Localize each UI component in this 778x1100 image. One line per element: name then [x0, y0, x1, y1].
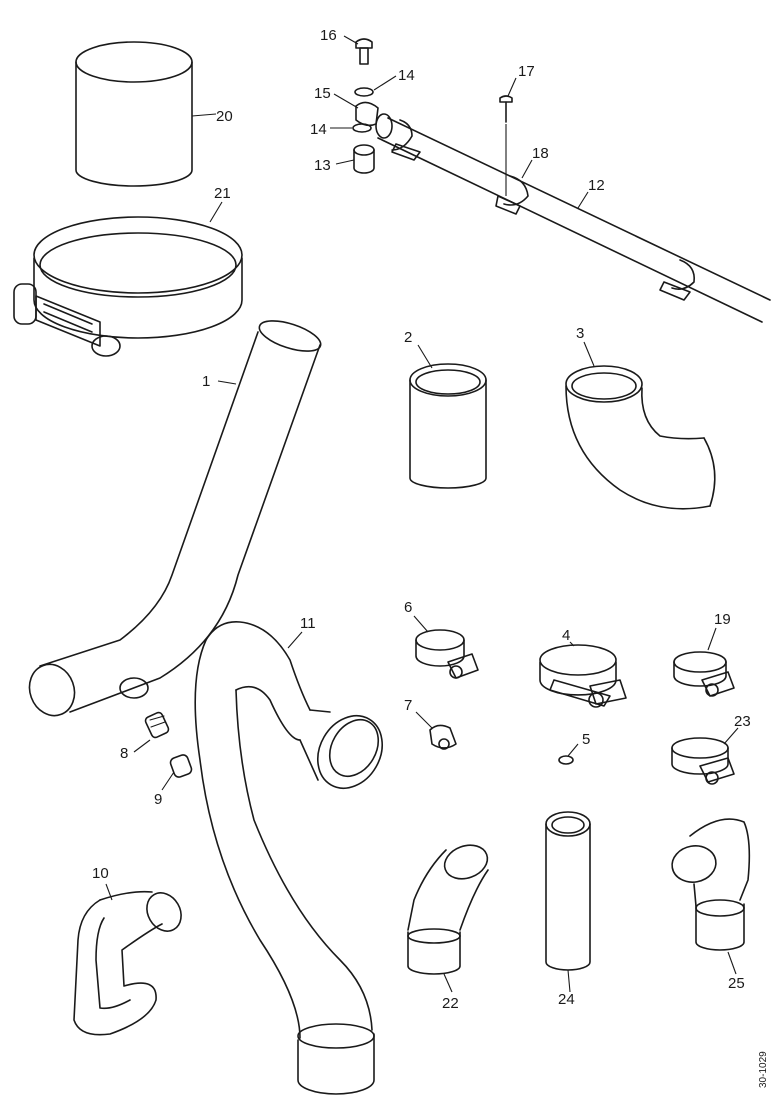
callout-10: 10 — [92, 865, 109, 882]
callout-22: 22 — [442, 995, 459, 1012]
part-23-small-clamp — [671, 737, 735, 785]
part-17-screw — [499, 95, 513, 123]
leader-lines — [105, 35, 739, 993]
callout-15: 15 — [314, 85, 331, 102]
callout-12: 12 — [588, 177, 605, 194]
callout-24: 24 — [558, 991, 575, 1008]
part-12-pipe-assembly — [375, 113, 771, 323]
part-24-straight-tube — [545, 811, 591, 971]
part-1-long-pipe — [28, 320, 322, 717]
part-3-elbow-hose — [565, 365, 716, 510]
part-10-small-hose — [73, 890, 182, 1036]
callout-3: 3 — [576, 325, 584, 342]
callout-2: 2 — [404, 329, 412, 346]
callout-14-lower: 14 — [310, 121, 327, 138]
callout-6: 6 — [404, 599, 412, 616]
part-7-tiny-clamp — [429, 724, 457, 750]
part-6-small-clamp — [415, 629, 479, 679]
callout-20: 20 — [216, 108, 233, 125]
callout-7: 7 — [404, 697, 412, 714]
part-25-elbow-hose — [671, 818, 751, 951]
part-20-sleeve — [75, 41, 193, 187]
callout-4: 4 — [562, 627, 570, 644]
callout-labels: 20 21 1 2 3 4 5 6 7 8 9 10 11 12 13 14 1… — [92, 27, 751, 1012]
part-11-big-hose — [194, 621, 383, 1095]
callout-11: 11 — [300, 615, 316, 632]
callout-19: 19 — [714, 611, 731, 628]
part-2-straight-hose — [409, 363, 487, 489]
callout-8: 8 — [120, 745, 128, 762]
part-21-large-clamp — [13, 216, 243, 357]
callout-13: 13 — [314, 157, 331, 174]
part-22-bent-hose — [407, 844, 489, 975]
part-16-bolt — [355, 38, 373, 65]
part-5-o-ring — [558, 755, 574, 765]
part-9-cap — [169, 754, 193, 778]
callout-5: 5 — [582, 731, 590, 748]
callout-21: 21 — [214, 185, 231, 202]
part-8-fitting — [144, 711, 170, 739]
callout-25: 25 — [728, 975, 745, 992]
callout-1: 1 — [202, 373, 210, 390]
part-14-washer-upper — [354, 87, 374, 97]
callout-18: 18 — [532, 145, 549, 162]
part-15-fitting — [355, 101, 379, 127]
callout-17: 17 — [518, 63, 535, 80]
part-19-small-clamp — [673, 651, 735, 697]
part-13-nut — [353, 144, 375, 174]
callout-23: 23 — [734, 713, 751, 730]
part-4-medium-clamp — [539, 644, 627, 708]
callout-14-upper: 14 — [398, 67, 415, 84]
callout-9: 9 — [154, 791, 162, 808]
drawing-code: 30-1029 — [758, 1051, 769, 1088]
callout-16: 16 — [320, 27, 337, 44]
